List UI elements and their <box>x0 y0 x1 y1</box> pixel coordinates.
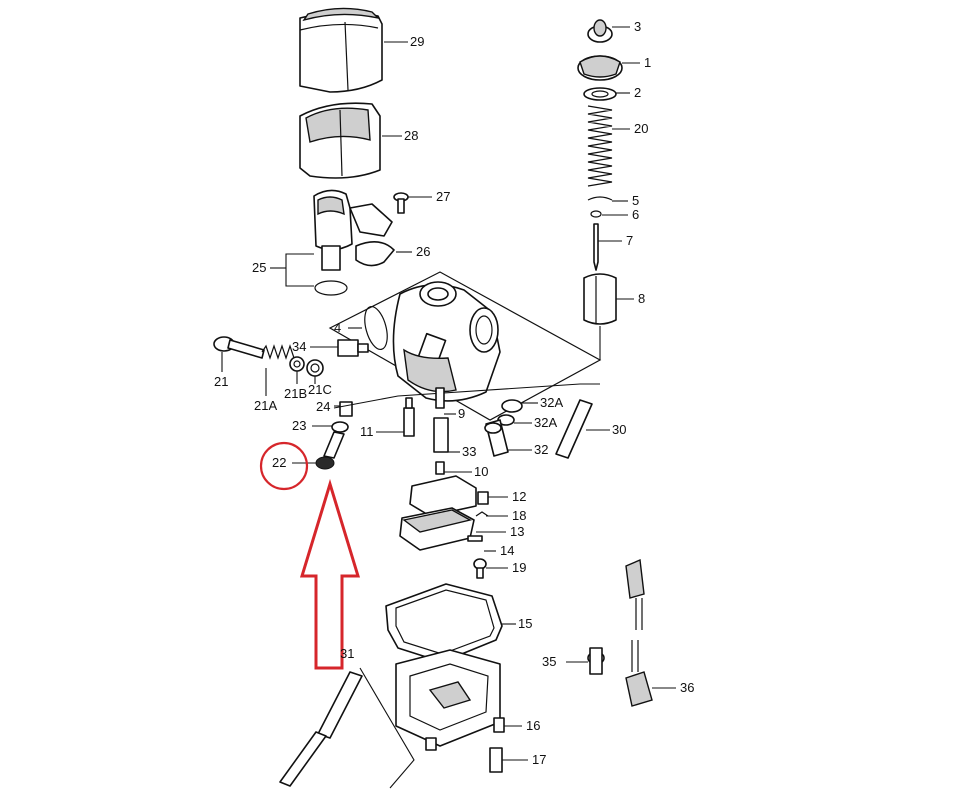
label-18: 18 <box>512 508 526 523</box>
label-32: 32 <box>534 442 548 457</box>
part-19-screw <box>473 558 487 579</box>
part-12-valve <box>477 491 489 505</box>
part-9-needle-jet <box>435 387 445 409</box>
part-20-spring <box>587 105 613 187</box>
part-24-spring <box>339 401 353 417</box>
label-3: 3 <box>634 19 641 34</box>
label-35: 35 <box>542 654 556 669</box>
label-14: 14 <box>500 543 514 558</box>
label-19: 19 <box>512 560 526 575</box>
label-25: 25 <box>252 260 266 275</box>
part-10-main-jet <box>435 461 445 475</box>
label-24: 24 <box>316 399 330 414</box>
part-29-cover <box>299 7 383 93</box>
part-18-clip <box>475 511 489 517</box>
part-17-screw <box>489 747 503 773</box>
label-16: 16 <box>526 718 540 733</box>
part-23-oring <box>331 421 349 433</box>
part-30-tube <box>555 399 593 459</box>
label-21: 21 <box>214 374 228 389</box>
label-29: 29 <box>410 34 424 49</box>
part-35-sensor <box>587 647 605 675</box>
part-21A-spring <box>261 344 295 360</box>
label-9: 9 <box>458 406 465 421</box>
float-bowl <box>395 649 501 751</box>
part-8-slide <box>583 273 617 325</box>
label-31: 31 <box>340 646 354 661</box>
carburetor-body <box>328 271 602 421</box>
label-5: 5 <box>632 193 639 208</box>
label-32A-2: 32A <box>534 415 557 430</box>
part-21B-washer <box>289 356 305 372</box>
label-23: 23 <box>292 418 306 433</box>
highlight-arrow <box>299 478 361 670</box>
label-7: 7 <box>626 233 633 248</box>
part-22-pilot-screw <box>315 431 345 470</box>
part-34-fitting <box>337 339 369 357</box>
label-8: 8 <box>638 291 645 306</box>
label-4: 4 <box>334 320 341 335</box>
label-33: 33 <box>462 444 476 459</box>
part-33-emulsion-tube <box>433 417 449 453</box>
label-20: 20 <box>634 121 648 136</box>
label-30: 30 <box>612 422 626 437</box>
label-15: 15 <box>518 616 532 631</box>
label-13: 13 <box>510 524 524 539</box>
label-1: 1 <box>644 55 651 70</box>
part-27-screw <box>393 192 409 214</box>
part-6-ring <box>590 210 602 218</box>
label-26: 26 <box>416 244 430 259</box>
label-34: 34 <box>292 339 306 354</box>
part-2-washer <box>583 87 617 101</box>
label-36: 36 <box>680 680 694 695</box>
label-27: 27 <box>436 189 450 204</box>
part-14-pin <box>467 535 483 542</box>
label-28: 28 <box>404 128 418 143</box>
part-3-cap <box>587 19 613 43</box>
part-7-needle <box>593 223 599 271</box>
label-12: 12 <box>512 489 526 504</box>
part-25-assembly <box>313 189 393 296</box>
label-21B: 21B <box>284 386 307 401</box>
part-21C-ring <box>306 359 324 377</box>
label-10: 10 <box>474 464 488 479</box>
part-36-heater <box>625 558 653 707</box>
part-5-clip <box>587 196 613 201</box>
float-assembly <box>399 475 477 551</box>
part-32A-ring-1 <box>501 399 523 413</box>
label-2: 2 <box>634 85 641 100</box>
part-21-screw <box>213 336 265 359</box>
part-15-gasket <box>385 583 503 663</box>
part-31-tube <box>279 671 363 787</box>
part-11-jet <box>403 397 415 437</box>
label-22: 22 <box>272 455 286 470</box>
part-26-clip <box>355 241 395 267</box>
part-1-top <box>577 55 623 81</box>
label-21C: 21C <box>308 382 332 397</box>
highlight-circle-22 <box>259 441 309 491</box>
label-32A-1: 32A <box>540 395 563 410</box>
part-16-screw <box>493 717 505 733</box>
label-6: 6 <box>632 207 639 222</box>
part-32-plunger <box>484 419 509 457</box>
label-17: 17 <box>532 752 546 767</box>
label-11: 11 <box>360 424 374 439</box>
part-28-cap <box>299 102 381 179</box>
label-21A: 21A <box>254 398 277 413</box>
